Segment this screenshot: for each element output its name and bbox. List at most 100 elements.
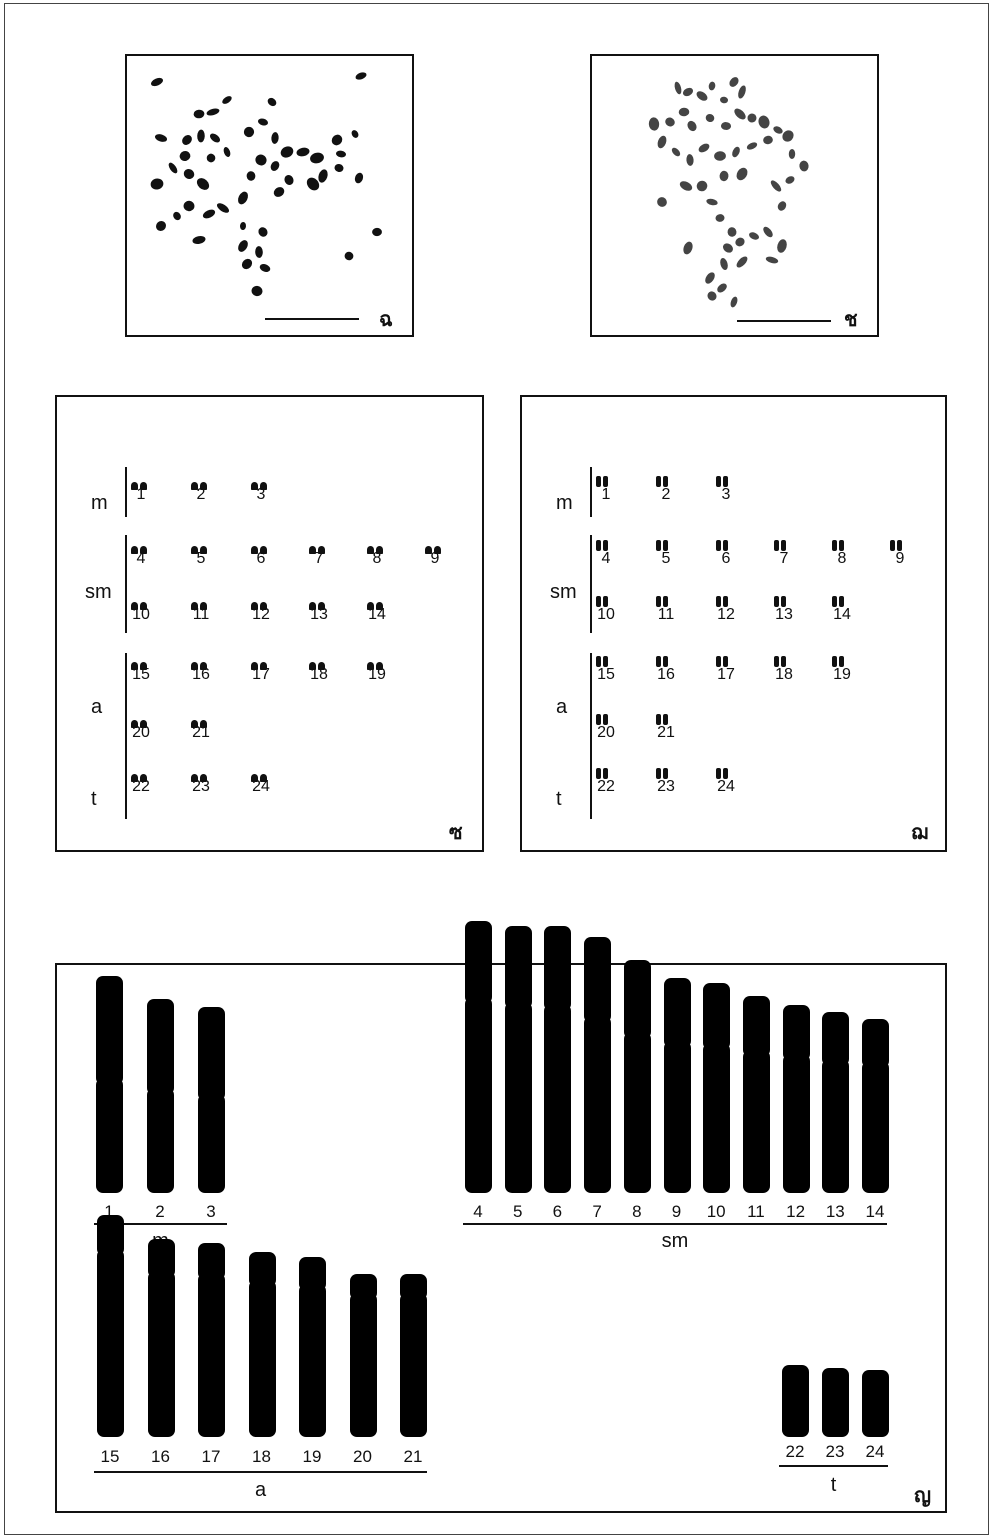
long-arm xyxy=(198,1273,225,1437)
chromosome-blob xyxy=(686,119,699,133)
chromosome-number: 7 xyxy=(766,551,802,567)
idiogram-chromosome-number: 14 xyxy=(858,1203,892,1220)
chromosome-number: 3 xyxy=(708,487,744,503)
idiogram-chromosome xyxy=(96,976,123,1193)
chromosome-blob xyxy=(678,107,689,116)
chromosome-blob xyxy=(695,179,710,194)
idiogram-chromosome xyxy=(148,1239,175,1437)
chromosome-blob xyxy=(697,142,711,154)
chromosome-blob xyxy=(266,96,278,108)
chromosome-blob xyxy=(343,250,354,261)
chromosome-blob xyxy=(734,236,746,248)
idiogram-chromosome xyxy=(822,1012,849,1193)
chromosome-blob xyxy=(715,282,728,295)
idiogram-chromosome xyxy=(198,1243,225,1437)
long-arm xyxy=(862,1370,889,1438)
karyotype-class-label: sm xyxy=(85,582,112,602)
chromosome-blob xyxy=(682,240,695,255)
short-arm xyxy=(544,926,571,1012)
idiogram-chromosome xyxy=(299,1257,326,1437)
panel-label: ฉ xyxy=(379,309,393,329)
idiogram-group-label: t xyxy=(814,1475,854,1495)
idiogram-chromosome-number: 22 xyxy=(778,1443,812,1460)
chromosome-number: 14 xyxy=(359,607,395,623)
long-arm xyxy=(862,1061,889,1193)
chromosome-blob xyxy=(178,150,191,163)
idiogram-chromosome xyxy=(743,996,770,1193)
chromosome-blob xyxy=(720,96,729,104)
idiogram-chromosome-number: 20 xyxy=(346,1448,380,1465)
long-arm xyxy=(96,1078,123,1193)
idiogram-chromosome xyxy=(624,960,651,1193)
chromosome-blob xyxy=(183,201,194,212)
karyotype-panel-left: m123sm4567891011121314a15161718192021t22… xyxy=(55,395,484,852)
chromosome-blob xyxy=(206,107,220,117)
short-arm xyxy=(743,996,770,1057)
idiogram-chromosome-number: 16 xyxy=(144,1448,178,1465)
chromosome-blob xyxy=(703,271,716,286)
chromosome-number: 18 xyxy=(766,667,802,683)
idiogram-group-rule xyxy=(94,1471,427,1473)
chromosome-number: 24 xyxy=(708,779,744,795)
idiogram-chromosome xyxy=(544,926,571,1193)
chromosome-blob xyxy=(656,135,668,150)
chromosome-blob xyxy=(705,113,716,123)
chromosome-blob xyxy=(255,246,263,258)
chromosome-blob xyxy=(215,201,230,214)
idiogram-chromosome-number: 3 xyxy=(194,1203,228,1220)
chromosome-blob xyxy=(222,146,231,158)
chromosome-blob xyxy=(776,200,788,213)
long-arm xyxy=(664,1041,691,1193)
chromosome-blob xyxy=(772,125,784,135)
karyotype-panel-right: m123sm4567891011121314a15161718192021t22… xyxy=(520,395,947,852)
idiogram-chromosome-number: 15 xyxy=(93,1448,127,1465)
chromosome-number: 17 xyxy=(243,667,279,683)
karyotype-class-label: a xyxy=(556,697,567,717)
chromosome-blob xyxy=(721,122,731,130)
chromosome-number: 22 xyxy=(588,779,624,795)
chromosome-blob xyxy=(246,171,256,182)
idiogram-chromosome-number: 23 xyxy=(818,1443,852,1460)
idiogram-chromosome xyxy=(465,921,492,1193)
idiogram-group-rule xyxy=(779,1465,888,1467)
long-arm xyxy=(822,1059,849,1193)
idiogram-chromosome xyxy=(783,1005,810,1193)
idiogram-chromosome-number: 5 xyxy=(501,1203,535,1220)
chromosome-number: 8 xyxy=(359,551,395,567)
chromosome-number: 4 xyxy=(588,551,624,567)
long-arm xyxy=(400,1293,427,1437)
idiogram-chromosome xyxy=(97,1215,124,1437)
chromosome-number: 9 xyxy=(417,551,453,567)
chromosome-blob xyxy=(334,163,345,173)
chromosome-blob xyxy=(761,225,774,239)
short-arm xyxy=(147,999,174,1095)
chromosome-blob xyxy=(193,109,205,118)
idiogram-chromosome xyxy=(400,1274,427,1437)
chromosome-blob xyxy=(150,76,164,87)
chromosome-blob xyxy=(735,255,750,270)
long-arm xyxy=(505,1002,532,1193)
chromosome-number: 22 xyxy=(123,779,159,795)
chromosome-blob xyxy=(729,296,739,309)
idiogram-chromosome xyxy=(249,1252,276,1437)
long-arm xyxy=(97,1249,124,1437)
chromosome-blob xyxy=(243,126,255,139)
chromosome-blob xyxy=(784,175,796,185)
chromosome-number: 8 xyxy=(824,551,860,567)
chromosome-blob xyxy=(350,129,360,139)
chromosome-number: 4 xyxy=(123,551,159,567)
scale-bar xyxy=(265,318,359,320)
chromosome-blob xyxy=(205,152,216,163)
long-arm xyxy=(584,1016,611,1193)
chromosome-number: 19 xyxy=(824,667,860,683)
chromosome-number: 5 xyxy=(648,551,684,567)
chromosome-blob xyxy=(737,84,748,99)
chromosome-blob xyxy=(172,210,183,221)
panel-label: ฌ xyxy=(911,822,928,842)
chromosome-blob xyxy=(150,177,165,190)
chromosome-blob xyxy=(678,179,694,193)
idiogram-chromosome xyxy=(862,1019,889,1193)
chromosome-blob xyxy=(192,235,206,245)
karyotype-class-label: m xyxy=(91,493,108,513)
chromosome-number: 18 xyxy=(301,667,337,683)
